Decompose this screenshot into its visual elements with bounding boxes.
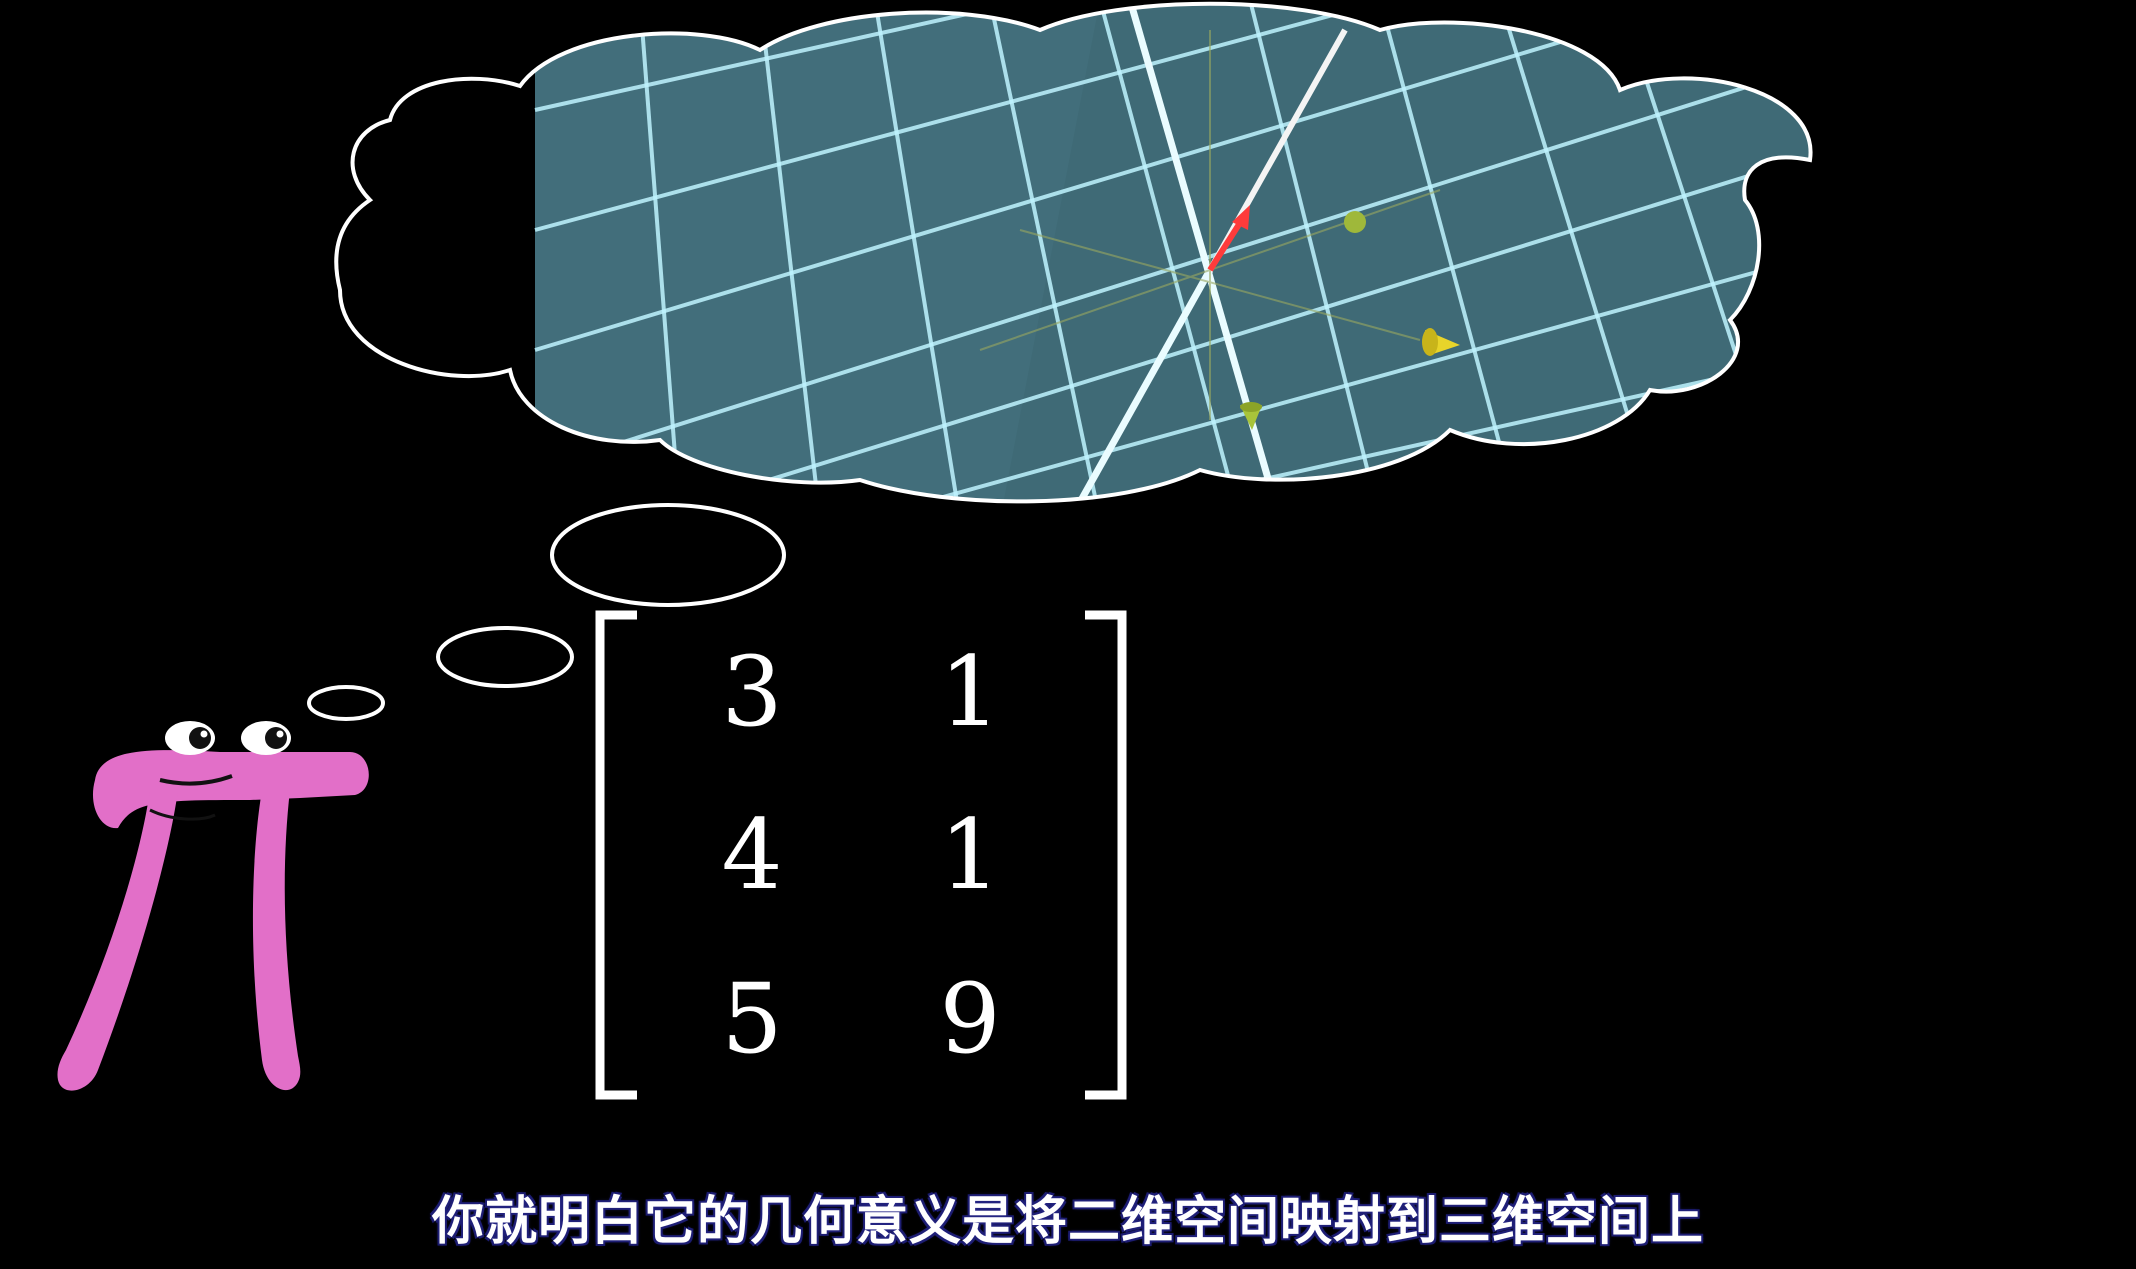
matrix-cell: 1: [939, 636, 1000, 748]
subtitle-caption: 你就明白它的几何意义是将二维空间映射到三维空间上: [431, 1192, 1704, 1252]
matrix-cell: 5: [721, 963, 782, 1075]
green-cone-icon: [1240, 402, 1262, 430]
green-sphere-icon: [1344, 211, 1366, 233]
matrix-cell: 3: [721, 636, 782, 748]
thought-bubble-small: [307, 685, 385, 721]
thought-cloud: [334, 1, 1813, 504]
thought-bubbles: [307, 503, 786, 721]
matrix-left-bracket: [595, 610, 637, 1100]
matrix-cell: 4: [721, 799, 782, 911]
matrix: 3 1 4 1 5 9: [595, 610, 1127, 1100]
matrix-cell: 1: [939, 799, 1000, 911]
pi-creature-eyes: [165, 721, 291, 755]
pi-creature-icon: [57, 721, 369, 1091]
transformed-plane: [534, 3, 1811, 502]
red-vector-arrow: [1207, 205, 1250, 272]
thought-cloud-outline: [334, 1, 1813, 504]
matrix-cell: 9: [939, 963, 1000, 1075]
yellow-cone-icon: [1422, 328, 1460, 356]
thought-bubble-large: [550, 503, 786, 607]
matrix-right-bracket: [1085, 610, 1127, 1100]
thought-bubble-medium: [436, 626, 574, 688]
